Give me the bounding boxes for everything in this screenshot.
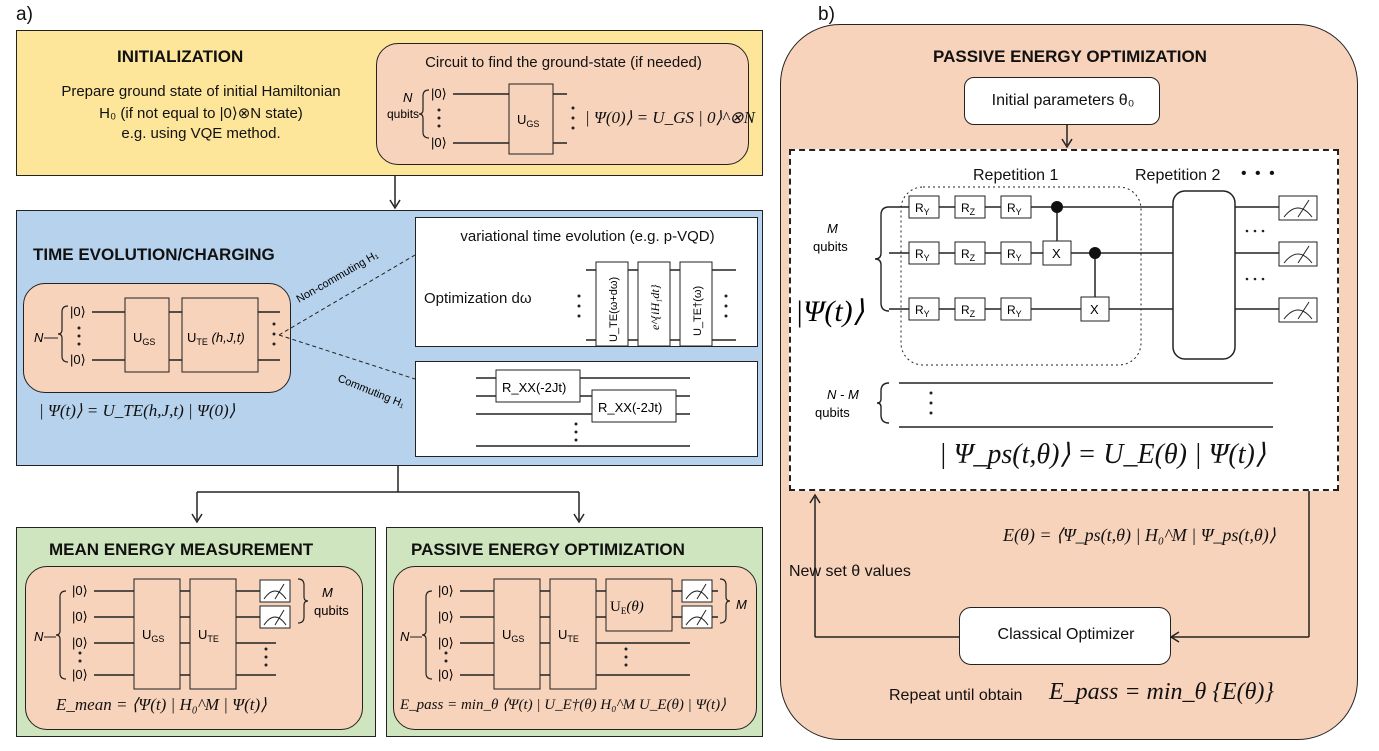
commuting-circuit-diagram: R_XX(-2Jt) R_XX(-2Jt) (476, 369, 690, 447)
init-desc-line3: e.g. using VQE method. (121, 125, 281, 142)
arrow-init-params (1061, 125, 1073, 149)
mean-energy-equation: E_mean = ⟨Ψ(t) | H₀^M | Ψ(t)⟩ (56, 695, 267, 714)
initialization-panel: INITIALIZATION Prepare ground state of i… (16, 30, 763, 176)
init-state-equation: | Ψ(0)⟩ = U_GS | 0⟩^⊗N (585, 108, 755, 127)
initial-params-box: Initial parameters θ₀ (964, 77, 1160, 125)
passive-energy-circuit-diagram: N |0⟩ |0⟩ |0⟩ |0⟩ UGS UTE UE(θ) M (400, 578, 747, 690)
passive-energy-circuit-box: N |0⟩ |0⟩ |0⟩ |0⟩ UGS UTE UE(θ) M (393, 566, 757, 730)
arrows-te-to-bottom (191, 466, 585, 524)
panel-b-label: b) (818, 4, 835, 25)
ansatz-box: Repetition 1 Repetition 2 • • • M qubits… (789, 149, 1339, 491)
qubits-label: qubits (813, 239, 848, 254)
ket0-label: |0⟩ (438, 609, 454, 624)
rxx-gate: R_XX(-2Jt) (502, 380, 566, 395)
psi-t-label: |Ψ(t)⟩ (795, 295, 865, 328)
variational-circuit-diagram: U_TE(ω+dω) e^{iH₁dt} U_TE†(ω) (577, 261, 736, 347)
repetition2-block (1172, 190, 1236, 360)
ket0-label: |0⟩ (438, 667, 454, 682)
noncommuting-label: Non-commuting H₁ (295, 249, 381, 306)
new-set-label: New set θ values (789, 563, 911, 580)
repetition2-label: Repetition 2 (1135, 167, 1221, 184)
mean-energy-circuit-box: N |0⟩ |0⟩ |0⟩ |0⟩ UGS UTE M qubits E_m (25, 566, 363, 730)
ket0-label: |0⟩ (72, 583, 88, 598)
control-dot (1089, 247, 1101, 259)
te-state-equation: | Ψ(t)⟩ = U_TE(h,J,t) | Ψ(0)⟩ (39, 401, 236, 420)
n-label: N (34, 629, 44, 644)
panel-b-title: PASSIVE ENERGY OPTIMIZATION (933, 47, 1207, 66)
repeat-until-label: Repeat until obtain (889, 687, 1023, 704)
ute-gate: U_TE(ω+dω) (608, 277, 620, 342)
n-label: N (400, 629, 410, 644)
ansatz-circuit-diagram: M qubits |Ψ(t)⟩ RY RZ RY RY RZ RY RY (795, 186, 1318, 428)
exp-gate: e^{iH₁dt} (648, 284, 662, 330)
panel-a-label: a) (16, 4, 33, 25)
qubits-label: qubits (815, 405, 850, 420)
mean-energy-title: MEAN ENERGY MEASUREMENT (49, 540, 314, 559)
ellipsis-label: • • • (1241, 165, 1277, 182)
ket0-label: |0⟩ (72, 635, 88, 650)
m-label: M (736, 597, 747, 612)
rxx-gate: R_XX(-2Jt) (598, 400, 662, 415)
time-evolution-title: TIME EVOLUTION/CHARGING (33, 245, 275, 264)
time-evolution-panel: TIME EVOLUTION/CHARGING N |0⟩ |0⟩ UGS UT… (16, 210, 763, 466)
passive-energy-panel-a: PASSIVE ENERGY OPTIMIZATION N |0⟩ |0⟩ |0… (386, 527, 763, 737)
passive-energy-title-a: PASSIVE ENERGY OPTIMIZATION (411, 540, 685, 559)
n-label: N (403, 90, 413, 105)
x-gate: X (1090, 302, 1099, 317)
qubits-label: qubits (387, 107, 419, 121)
initialization-title: INITIALIZATION (117, 47, 244, 66)
control-dot (1051, 201, 1063, 213)
te-dashed-connectors: Non-commuting H₁ Commuting H₁ (278, 249, 416, 411)
energy-equation: E(θ) = ⟨Ψ_ps(t,θ) | H₀^M | Ψ_ps(t,θ)⟩ (1003, 525, 1276, 545)
mean-energy-panel: MEAN ENERGY MEASUREMENT N |0⟩ |0⟩ |0⟩ |0… (16, 527, 376, 737)
m-label: M (322, 585, 333, 600)
te-circuit-diagram: N |0⟩ |0⟩ UGS UTE (h,J,t) (34, 297, 280, 373)
ket0-label: |0⟩ (438, 635, 454, 650)
arrow-init-to-te (389, 176, 401, 210)
ket0-label: |0⟩ (70, 352, 86, 367)
te-circuit-box: N |0⟩ |0⟩ UGS UTE (h,J,t) (23, 283, 291, 393)
ground-state-circuit-title: Circuit to find the ground-state (if nee… (425, 54, 702, 71)
commuting-label: Commuting H₁ (336, 373, 407, 411)
classical-optimizer-label: Classical Optimizer (997, 626, 1135, 643)
ket0-label: |0⟩ (438, 583, 454, 598)
ket0-label: |0⟩ (70, 304, 86, 319)
optimization-loop-arrows (809, 491, 1310, 643)
n-label: N (34, 330, 44, 345)
initial-params-label: Initial parameters θ₀ (991, 92, 1135, 109)
passive-energy-equation-a: E_pass = min_θ ⟨Ψ(t) | U_E†(θ) H₀^M U_E(… (400, 697, 727, 713)
variational-title: variational time evolution (e.g. p-VQD) (460, 228, 715, 245)
ute-dagger-gate: U_TE†(ω) (692, 286, 704, 336)
init-desc-line1: Prepare ground state of initial Hamilton… (61, 83, 341, 100)
optimization-label: Optimization dω (424, 290, 532, 307)
ket0-label: |0⟩ (72, 667, 88, 682)
x-gate: X (1052, 246, 1061, 261)
nm-label: N - M (827, 387, 859, 402)
init-desc-line2: H₀ (if not equal to |0⟩⊗N state) (99, 105, 303, 122)
classical-optimizer-box: Classical Optimizer (959, 607, 1171, 665)
mean-energy-circuit-diagram: N |0⟩ |0⟩ |0⟩ |0⟩ UGS UTE M qubits (34, 578, 349, 690)
ansatz-state-equation: | Ψ_ps(t,θ)⟩ = U_E(θ) | Ψ(t)⟩ (939, 439, 1266, 470)
ue-gate: UE(θ) (610, 599, 644, 616)
ground-state-circuit-diagram: N qubits |0⟩ |0⟩ UGS (387, 83, 575, 155)
commuting-evolution-box: R_XX(-2Jt) R_XX(-2Jt) (415, 361, 758, 457)
qubits-label: qubits (314, 603, 349, 618)
ute-gate: UTE (h,J,t) (187, 330, 245, 347)
ket0-label: |0⟩ (431, 86, 447, 101)
ket0-label: |0⟩ (72, 609, 88, 624)
ket0-label: |0⟩ (431, 135, 447, 150)
ground-state-circuit-box: Circuit to find the ground-state (if nee… (376, 43, 755, 165)
variational-evolution-box: variational time evolution (e.g. p-VQD) … (415, 217, 758, 347)
final-equation: E_pass = min_θ {E(θ)} (1049, 679, 1274, 705)
m-label: M (827, 221, 838, 236)
repetition1-label: Repetition 1 (973, 167, 1059, 184)
panel-b-container: PASSIVE ENERGY OPTIMIZATION Initial para… (780, 24, 1358, 740)
